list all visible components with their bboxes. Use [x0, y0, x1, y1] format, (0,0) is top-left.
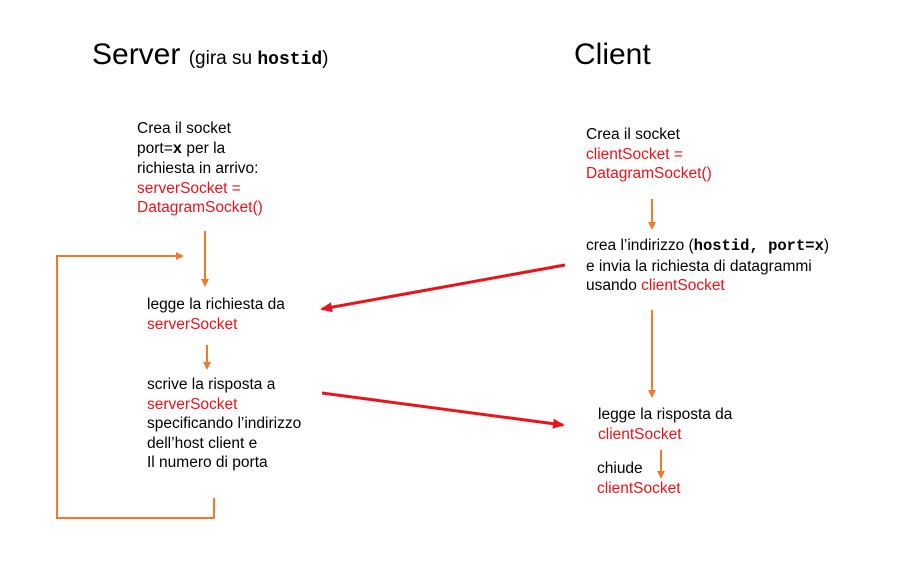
client-send-line3: usando clientSocket — [586, 276, 829, 296]
server-title-label: Server — [92, 38, 181, 71]
client-title: Client — [574, 38, 651, 71]
arrow-server-loop — [56, 252, 215, 519]
client-send-step: crea l’indirizzo (hostid, port=x) e invi… — [586, 236, 829, 296]
server-write-line4: dell’host client e — [147, 434, 258, 452]
client-close-step: chiude clientSocket — [597, 459, 681, 498]
server-create-code2: DatagramSocket() — [137, 199, 263, 217]
client-close-line1: chiude — [597, 460, 643, 477]
server-read-line1: legge la richiesta da — [147, 296, 285, 313]
server-write-step: scrive la risposta a serverSocket specif… — [147, 375, 301, 473]
client-read-line1: legge la risposta da — [598, 406, 733, 423]
server-port-value: x — [172, 139, 183, 158]
client-close-code: clientSocket — [597, 479, 681, 497]
client-send-socket: clientSocket — [641, 277, 725, 295]
server-write-line5: Il numero di porta — [147, 454, 268, 472]
server-port-suffix: per la — [182, 139, 226, 157]
server-subtitle-suffix: ) — [322, 48, 329, 69]
server-create-line1: Crea il socket — [137, 120, 231, 137]
server-write-code: serverSocket — [147, 395, 238, 413]
server-title: Server (gira su hostid) — [92, 38, 328, 72]
server-subtitle-host: hostid — [257, 50, 323, 70]
client-send-line2: e invia la richiesta di datagrammi — [586, 257, 812, 275]
server-create-line3: richiesta in arrivo: — [137, 160, 259, 178]
server-write-line1: scrive la risposta a — [147, 376, 276, 393]
server-port-label: port= — [137, 139, 173, 157]
server-read-code: serverSocket — [147, 315, 238, 333]
client-send-line1-pre: crea l’indirizzo ( — [586, 237, 694, 254]
server-write-line3: specificando l’indirizzo — [147, 415, 302, 433]
server-subtitle: (gira su hostid) — [188, 48, 329, 70]
server-create-step: Crea il socket port=x per la richiesta i… — [137, 119, 263, 218]
server-create-code1: serverSocket = — [137, 179, 241, 197]
client-create-code2: DatagramSocket() — [586, 165, 712, 183]
client-create-code1: clientSocket = — [586, 145, 683, 163]
server-read-step: legge la richiesta da serverSocket — [147, 295, 285, 334]
arrow-request-client-to-server — [320, 263, 566, 313]
server-subtitle-prefix: (gira su — [188, 48, 258, 69]
client-read-code: clientSocket — [598, 425, 682, 443]
arrow-response-server-to-client — [321, 391, 565, 429]
client-create-line1: Crea il socket — [586, 126, 680, 143]
client-create-step: Crea il socket clientSocket = DatagramSo… — [586, 125, 712, 184]
client-send-line3-pre: usando — [586, 277, 642, 295]
client-send-line1: crea l’indirizzo (hostid, port=x) — [586, 236, 829, 257]
client-send-address: hostid, port=x — [693, 237, 824, 255]
client-read-step: legge la risposta da clientSocket — [598, 405, 732, 444]
server-create-line2: port=x per la — [137, 139, 263, 160]
client-send-line1-post: ) — [823, 237, 830, 254]
